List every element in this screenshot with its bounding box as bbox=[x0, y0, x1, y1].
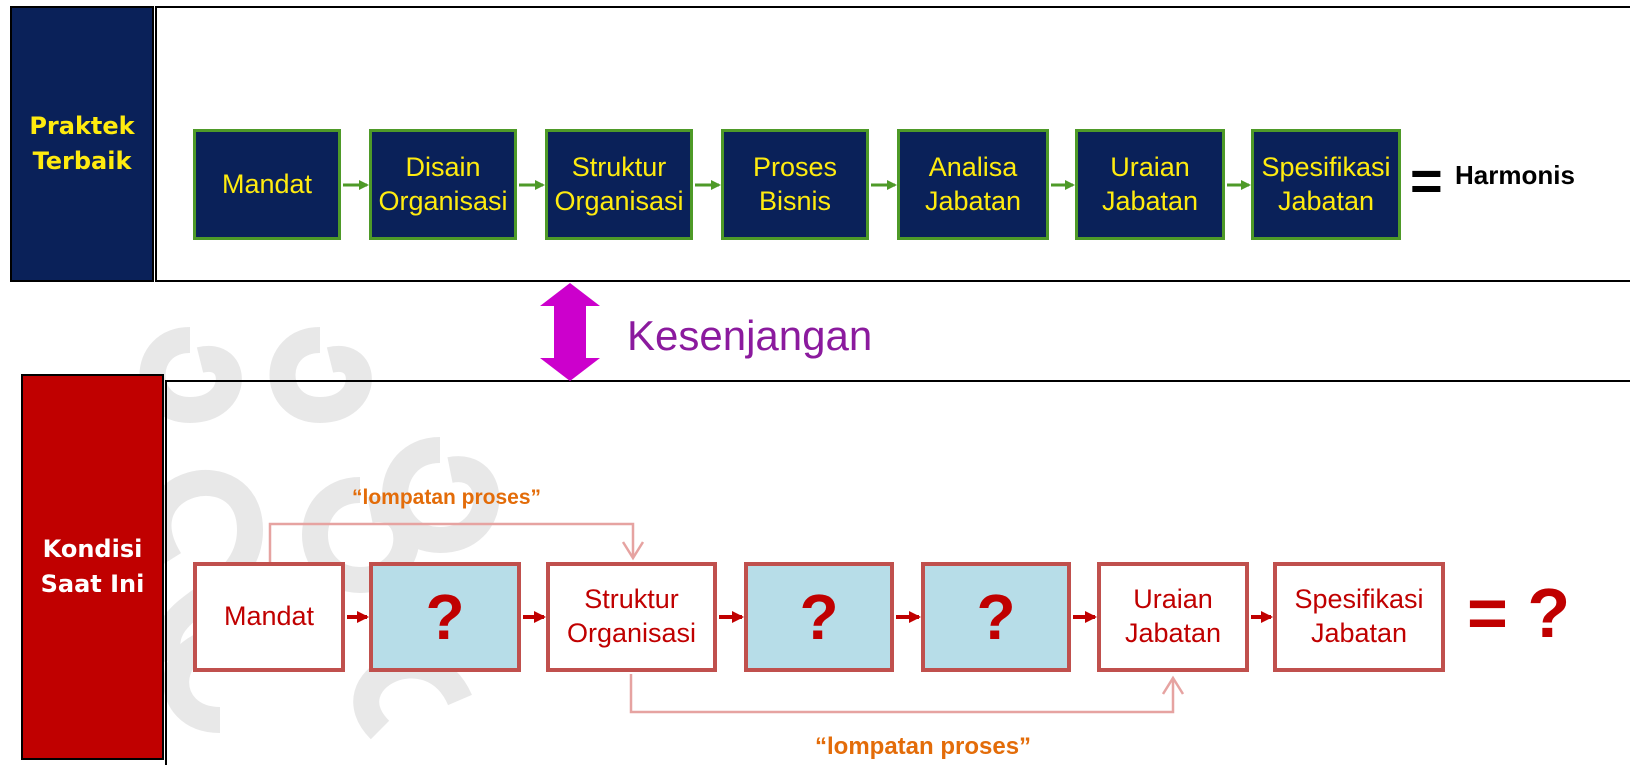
bottom-step-unknown-2: ? bbox=[744, 562, 894, 672]
top-result-harmonis: Harmonis bbox=[1455, 160, 1575, 190]
skip-label-upper: “lompatan proses” bbox=[352, 486, 542, 509]
gap-double-arrow bbox=[540, 283, 600, 381]
bottom-step-label: Mandat bbox=[223, 601, 315, 632]
current-condition-panel bbox=[165, 380, 1630, 765]
bottom-step-unknown-1: ? bbox=[369, 562, 521, 672]
bottom-step-mandat: Mandat bbox=[193, 562, 345, 672]
question-mark: ? bbox=[976, 581, 1016, 653]
skip-connector-upper bbox=[268, 522, 635, 562]
best-practice-label-text: Praktek Terbaik bbox=[29, 112, 135, 175]
current-condition-label: Kondisi Saat Ini bbox=[21, 374, 164, 760]
top-step-mandat: Mandat bbox=[193, 129, 341, 240]
bottom-step-struktur-organisasi: Struktur Organisasi bbox=[546, 562, 717, 672]
top-step-proses-bisnis: Proses Bisnis bbox=[721, 129, 869, 240]
top-step-label: Mandat bbox=[221, 168, 313, 199]
skip-connector-lower bbox=[629, 674, 1175, 714]
top-step-disain-organisasi: Disain Organisasi bbox=[369, 129, 517, 240]
bottom-step-label: Spesifikasi Jabatan bbox=[1294, 584, 1424, 648]
bottom-step-label: Struktur Organisasi bbox=[566, 584, 697, 648]
skip-connector-upper-head bbox=[621, 541, 645, 561]
current-condition-label-text: Kondisi Saat Ini bbox=[40, 535, 145, 598]
top-step-label: Spesifikasi Jabatan bbox=[1261, 151, 1391, 216]
bottom-step-uraian-jabatan: Uraian Jabatan bbox=[1097, 562, 1249, 672]
gap-label: Kesenjangan bbox=[627, 312, 873, 359]
top-step-label: Uraian Jabatan bbox=[1101, 151, 1199, 216]
top-step-analisa-jabatan: Analisa Jabatan bbox=[897, 129, 1049, 240]
bottom-step-unknown-3: ? bbox=[921, 562, 1071, 672]
bottom-step-label: Uraian Jabatan bbox=[1124, 584, 1222, 648]
question-mark: ? bbox=[425, 581, 465, 653]
best-practice-panel bbox=[155, 6, 1630, 282]
top-step-label: Analisa Jabatan bbox=[924, 151, 1022, 216]
top-step-spesifikasi-jabatan: Spesifikasi Jabatan bbox=[1251, 129, 1401, 240]
top-equals-sign: = bbox=[1410, 149, 1443, 212]
top-step-label: Disain Organisasi bbox=[378, 151, 508, 216]
top-step-label: Proses Bisnis bbox=[752, 151, 838, 216]
bottom-result-unknown: = ? bbox=[1467, 574, 1571, 652]
bottom-step-spesifikasi-jabatan: Spesifikasi Jabatan bbox=[1273, 562, 1445, 672]
best-practice-label: Praktek Terbaik bbox=[10, 6, 154, 282]
top-step-uraian-jabatan: Uraian Jabatan bbox=[1075, 129, 1225, 240]
top-step-label: Struktur Organisasi bbox=[554, 151, 684, 216]
skip-connector-lower-head bbox=[1161, 675, 1185, 695]
skip-label-lower: “lompatan proses” bbox=[815, 733, 1032, 760]
top-step-struktur-organisasi: Struktur Organisasi bbox=[545, 129, 693, 240]
question-mark: ? bbox=[799, 581, 839, 653]
